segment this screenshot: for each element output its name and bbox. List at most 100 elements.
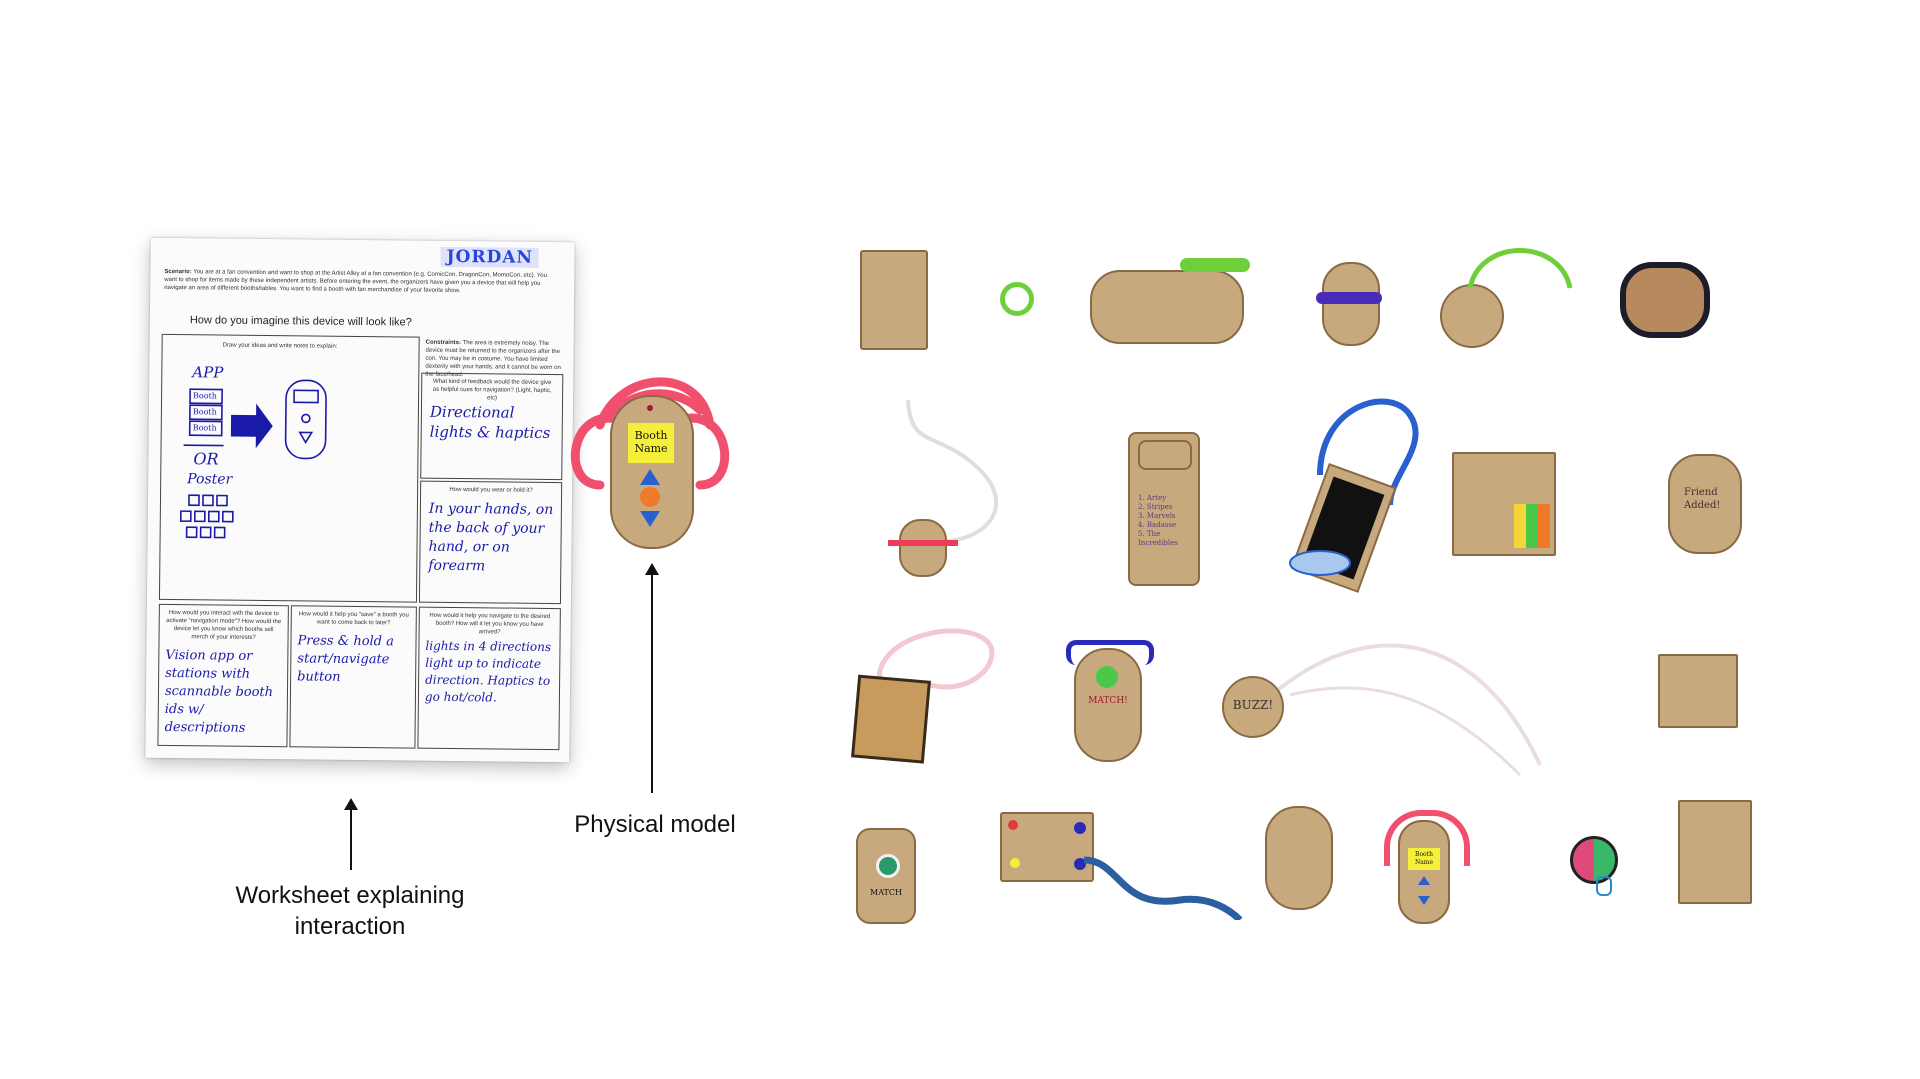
mini-booth-label: Booth Name bbox=[1408, 848, 1440, 870]
worksheet-caption: Worksheet explaining interaction bbox=[200, 880, 500, 942]
list-card-text: 1. Artey 2. Stripes 3. Marvels 4. Badass… bbox=[1138, 494, 1192, 548]
prototype-round-toggle bbox=[1570, 836, 1618, 884]
prototype-small-square bbox=[1658, 654, 1738, 728]
worksheet-caption-line2: interaction bbox=[294, 913, 406, 940]
prototype-pink-loop-card bbox=[851, 628, 995, 764]
mini-booth-label-line2: Name bbox=[1414, 859, 1434, 866]
list-card-icon bbox=[1138, 440, 1192, 470]
prototype-keypad-strap bbox=[1083, 856, 1243, 920]
green-button-icon bbox=[876, 854, 900, 878]
prototype-small-oval-band bbox=[1316, 292, 1382, 304]
down-triangle-icon bbox=[640, 511, 660, 527]
model-caption: Physical model bbox=[574, 811, 736, 838]
mini-down-triangle-icon bbox=[1418, 896, 1430, 905]
scenario-block: Scenario: You are at a fan convention an… bbox=[164, 268, 560, 296]
sketch-note-or: OR bbox=[193, 449, 219, 469]
prototype-match-band bbox=[1066, 640, 1154, 665]
match-button-label: MATCH bbox=[870, 888, 902, 897]
prototype-friend-added: Friend Added! bbox=[1668, 454, 1742, 554]
interact-question: How would you interact with the device t… bbox=[166, 610, 282, 641]
prototype-taped-band-pipe bbox=[1180, 258, 1250, 272]
box-tab-green bbox=[1526, 504, 1538, 548]
prototype-box-tabs bbox=[1452, 452, 1556, 556]
interact-answer: Vision app or stations with scannable bo… bbox=[164, 647, 274, 736]
worksheet-arrow-line bbox=[350, 808, 352, 870]
sketch-note-booth-2: Booth bbox=[192, 407, 217, 417]
prototype-smiley-loop bbox=[1467, 248, 1573, 289]
scenario-text: You are at a fan convention and want to … bbox=[164, 269, 547, 295]
worksheet-photo: JORDAN Scenario: You are at a fan conven… bbox=[145, 237, 575, 763]
mini-booth-label-line1: Booth bbox=[1415, 851, 1433, 858]
sketch-drawing bbox=[179, 379, 327, 539]
keypad-blue-dot-2-icon bbox=[1074, 858, 1086, 870]
feedback-question: What kind of feedback would the device g… bbox=[432, 378, 552, 402]
match-check-icon bbox=[1096, 666, 1118, 688]
feedback-box: What kind of feedback would the device g… bbox=[420, 372, 564, 481]
wear-box: How would you wear or hold it? In your h… bbox=[418, 480, 563, 605]
model-label: Booth Name bbox=[628, 423, 674, 463]
wear-question: How would you wear or hold it? bbox=[449, 486, 533, 494]
prototype-buzz-string bbox=[1258, 643, 1542, 777]
sketch-note-poster: Poster bbox=[187, 471, 233, 488]
buzz-text: BUZZ! bbox=[1232, 698, 1274, 712]
prototype-tall-card bbox=[1678, 800, 1752, 904]
save-answer: Press & hold a start/navigate button bbox=[297, 633, 395, 685]
save-question: How would it help you "save" a booth you… bbox=[298, 611, 409, 627]
model-arrow-line bbox=[651, 573, 653, 793]
prototype-taped-band bbox=[1090, 270, 1244, 344]
worksheet-arrow-head bbox=[344, 798, 358, 810]
sketch-note-app: APP bbox=[192, 363, 224, 382]
save-box: How would it help you "save" a booth you… bbox=[289, 605, 417, 749]
up-triangle-icon bbox=[640, 469, 660, 485]
prototype-match-oval: MATCH! bbox=[1074, 648, 1142, 762]
keypad-blue-dot-icon bbox=[1074, 822, 1086, 834]
feedback-answer: Directional lights & haptics bbox=[429, 402, 551, 442]
model-arrow-head bbox=[645, 563, 659, 575]
worksheet-caption-line1: Worksheet explaining bbox=[235, 882, 465, 909]
prototype-dotted-card bbox=[860, 250, 928, 350]
mini-up-triangle-icon bbox=[1418, 876, 1430, 885]
friend-added-text: Friend Added! bbox=[1684, 487, 1721, 511]
keypad-red-dot-icon bbox=[1008, 820, 1018, 830]
model-label-line2: Name bbox=[634, 442, 668, 455]
prototype-mini-booth-band bbox=[1384, 810, 1470, 866]
navigate-question: How would it help you navigate to the de… bbox=[429, 612, 551, 636]
sketch-note-booth-3: Booth bbox=[192, 423, 217, 433]
prototype-buzz-disc: BUZZ! bbox=[1222, 676, 1284, 738]
prototype-blank-oval bbox=[1265, 806, 1333, 910]
red-dot-icon bbox=[647, 405, 653, 411]
physical-model: Booth Name bbox=[560, 365, 740, 565]
box-tab-orange bbox=[1538, 504, 1550, 548]
prototype-match-button-card: MATCH bbox=[856, 828, 916, 924]
list-item: 1. Artey bbox=[1138, 494, 1167, 502]
name-tag: JORDAN bbox=[440, 246, 540, 268]
navigate-answer: lights in 4 directions light up to indic… bbox=[424, 638, 552, 705]
model-label-line1: Booth bbox=[634, 429, 668, 442]
prototype-list-card: 1. Artey 2. Stripes 3. Marvels 4. Badass… bbox=[1128, 432, 1200, 586]
prototype-mini-booth: Booth Name bbox=[1398, 820, 1450, 924]
interact-box: How would you interact with the device t… bbox=[157, 603, 289, 748]
prototype-cable-device bbox=[888, 399, 999, 577]
list-item: 2. Stripes bbox=[1138, 503, 1173, 511]
list-item: 5. The Incredibles bbox=[1138, 530, 1178, 547]
sketch-note-booth-1: Booth bbox=[193, 391, 218, 401]
match-text: MATCH! bbox=[1088, 696, 1128, 706]
prototype-black-strap bbox=[1289, 398, 1419, 593]
prototype-dark-oval bbox=[1620, 262, 1710, 338]
navigate-box: How would it help you navigate to the de… bbox=[417, 606, 561, 751]
wear-answer: In your hands, on the back of your hand,… bbox=[428, 500, 554, 575]
prototype-round-toggle-clip bbox=[1596, 876, 1612, 896]
prototype-smiley-disc bbox=[1440, 284, 1504, 348]
scenario-label: Scenario: bbox=[164, 268, 192, 276]
prototype-green-ring bbox=[1000, 282, 1034, 316]
keypad-yellow-dot-icon bbox=[1010, 858, 1020, 868]
prototype-keypad bbox=[1000, 812, 1094, 882]
prototype-small-oval bbox=[1322, 262, 1380, 346]
box-tab-yellow bbox=[1514, 504, 1526, 548]
center-dot-icon bbox=[640, 487, 660, 507]
list-item: 4. Badasse bbox=[1138, 521, 1177, 529]
list-item: 3. Marvels bbox=[1138, 512, 1176, 520]
main-question: How do you imagine this device will look… bbox=[189, 314, 412, 329]
constraints-label: Constraints: bbox=[425, 339, 462, 347]
drawing-box: Draw your ideas and write notes to expla… bbox=[158, 333, 420, 603]
